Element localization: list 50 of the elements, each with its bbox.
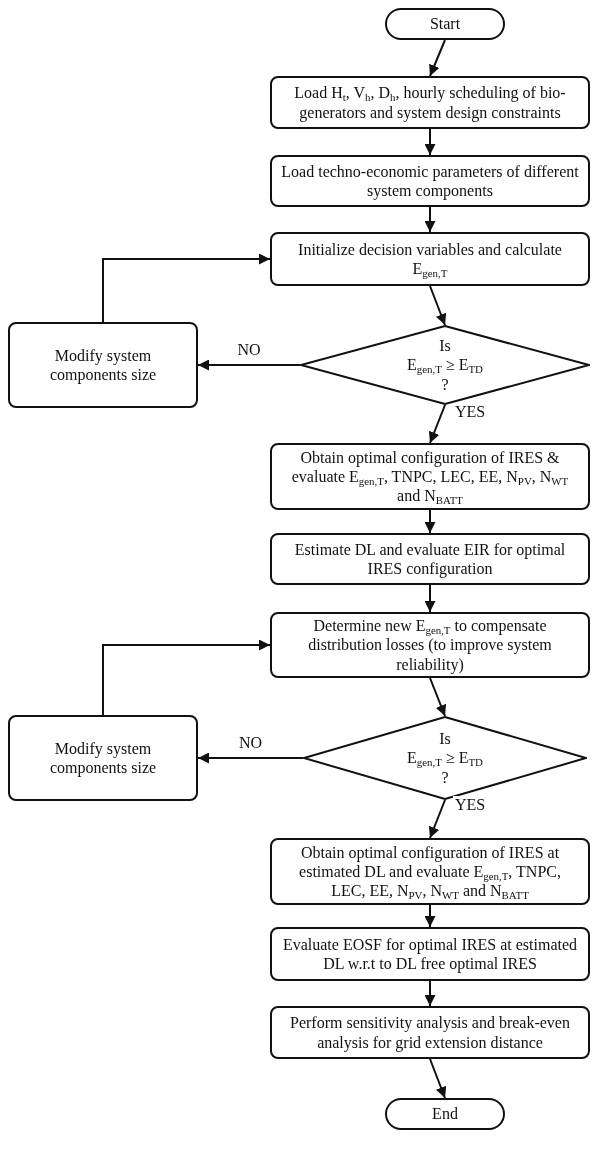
arrow: [197, 752, 304, 764]
decision-text: E$_{gen,T}$ ≥ E$_{TD}$: [407, 355, 483, 375]
decision-text: ?: [441, 375, 449, 394]
decision-text: Is: [439, 336, 451, 356]
box-text: Modify system components size: [48, 345, 158, 385]
box-text: End: [432, 1104, 458, 1124]
process-box: [270, 838, 590, 905]
box-text: Start: [429, 14, 461, 34]
arrow: [429, 677, 447, 717]
arrow: [428, 799, 446, 839]
process-box: [270, 155, 590, 207]
arrow: [424, 128, 436, 156]
box-text: Load H$_{t}$, V$_{h}$, D$_{h}$, hourly scheduling of bio-generators and system design constraints: [293, 83, 567, 122]
process-box: [270, 232, 590, 286]
process-box: [270, 443, 590, 510]
process-box: [8, 322, 198, 408]
arrow: [424, 904, 436, 928]
box-text: Modify system components size: [48, 738, 158, 778]
box-text: Obtain optimal configuration of IRES & evaluate E$_{gen,T}$, TNPC, LEC, EE, N$_{PV}$, N$_{WT}$ and N$_{BATT}$: [290, 447, 570, 506]
box-text: Perform sensitivity analysis and break-even analysis for grid extension distance: [289, 1013, 571, 1052]
terminal-box: [385, 8, 505, 40]
arrow: [102, 253, 271, 323]
arrow: [197, 359, 301, 371]
decision-text: E$_{gen,T}$ ≥ E$_{TD}$: [407, 748, 483, 768]
box-text: Estimate DL and evaluate EIR for optimal IRES configuration: [293, 539, 567, 579]
arrow: [429, 285, 447, 326]
arrow: [424, 206, 436, 233]
process-box: [270, 927, 590, 981]
process-box: [8, 715, 198, 801]
box-text: Obtain optimal configuration of IRES at estimated DL and evaluate E$_{gen,T}$, TNPC, LEC, EE, N$_{PV}$, N$_{WT}$ and N$_{BATT}$: [298, 842, 562, 901]
arrow: [429, 1058, 447, 1099]
decision-diamond: [300, 325, 590, 405]
decision-text: Is: [439, 729, 451, 749]
process-box: [270, 612, 590, 678]
arrow: [102, 639, 271, 716]
arrow: [424, 509, 436, 534]
arrow: [424, 980, 436, 1007]
box-text: Initialize decision variables and calculate E$_{gen,T}$: [297, 239, 563, 279]
process-box: [270, 76, 590, 129]
process-box: [270, 1006, 590, 1059]
arrow: [429, 39, 446, 77]
box-text: Load techno-economic parameters of different system components: [280, 161, 580, 201]
arrow: [428, 404, 446, 444]
process-box: [270, 533, 590, 585]
terminal-box: [385, 1098, 505, 1130]
box-text: Determine new E$_{gen,T}$ to compensate distribution losses (to improve system reliability): [307, 616, 553, 674]
box-text: Evaluate EOSF for optimal IRES at estimated DL w.r.t to DL free optimal IRES: [281, 934, 579, 974]
decision-diamond: [303, 716, 587, 800]
decision-text: ?: [441, 768, 449, 787]
arrow: [424, 584, 436, 613]
